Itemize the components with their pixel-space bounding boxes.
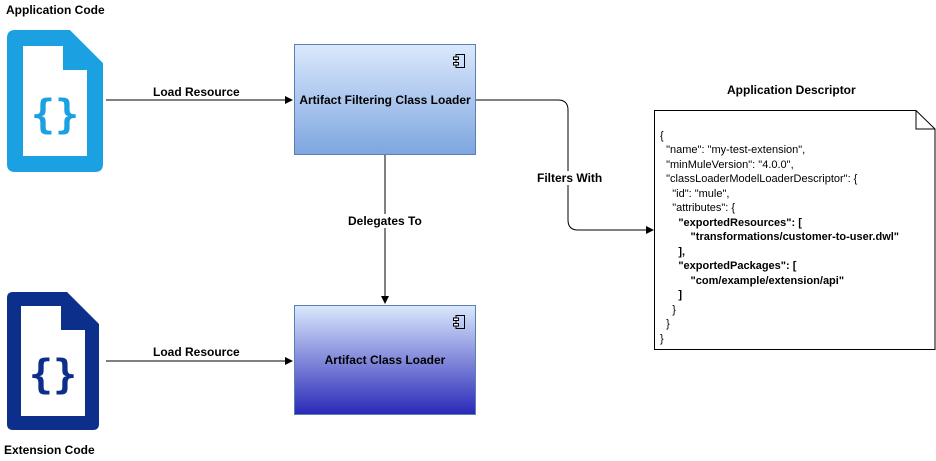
edge-filters-with xyxy=(476,99,654,234)
extension-code-title: Extension Code xyxy=(4,443,95,457)
descriptor-line: { xyxy=(660,129,664,142)
descriptor-line: "com/example/extension/api" xyxy=(660,274,845,287)
descriptor-line: "exportedResources": [ xyxy=(660,216,802,229)
application-descriptor-title: Application Descriptor xyxy=(727,83,856,97)
edge-label-filters-with: Filters With xyxy=(535,171,605,185)
descriptor-line: ], xyxy=(660,245,686,258)
descriptor-line: } xyxy=(660,303,676,316)
descriptor-line: "name": "my-test-extension", xyxy=(660,144,806,156)
artifact-filtering-class-loader-box: Artifact Filtering Class Loader xyxy=(294,44,476,155)
descriptor-line: } xyxy=(660,332,664,345)
box-label: Artifact Class Loader xyxy=(324,353,446,367)
descriptor-json: { "name": "my-test-extension", "minMuleV… xyxy=(660,114,899,361)
box-label: Artifact Filtering Class Loader xyxy=(299,92,471,107)
svg-text:{}: {} xyxy=(31,92,79,138)
application-descriptor-note xyxy=(654,110,936,350)
descriptor-line: "minMuleVersion": "4.0.0", xyxy=(660,158,794,171)
descriptor-line: "attributes": { xyxy=(660,202,736,214)
artifact-class-loader-box: Artifact Class Loader xyxy=(294,305,476,415)
descriptor-line: "id": "mule", xyxy=(660,187,730,200)
svg-text:{}: {} xyxy=(29,352,77,398)
application-code-title: Application Code xyxy=(6,3,105,17)
code-file-icon: {} xyxy=(7,30,103,172)
edge-label-load-resource-top: Load Resource xyxy=(151,85,242,99)
descriptor-line: "exportedPackages": [ xyxy=(660,260,797,272)
component-icon xyxy=(453,315,465,329)
descriptor-line: "classLoaderModelLoaderDescriptor": { xyxy=(660,173,858,185)
code-file-icon: {} xyxy=(7,292,99,430)
descriptor-line: ] xyxy=(660,289,682,301)
edge-label-delegates-to: Delegates To xyxy=(346,214,424,228)
component-icon xyxy=(453,54,465,68)
edge-label-load-resource-bottom: Load Resource xyxy=(151,345,242,359)
descriptor-line: "transformations/customer-to-user.dwl" xyxy=(660,231,900,243)
descriptor-line: } xyxy=(660,318,670,330)
